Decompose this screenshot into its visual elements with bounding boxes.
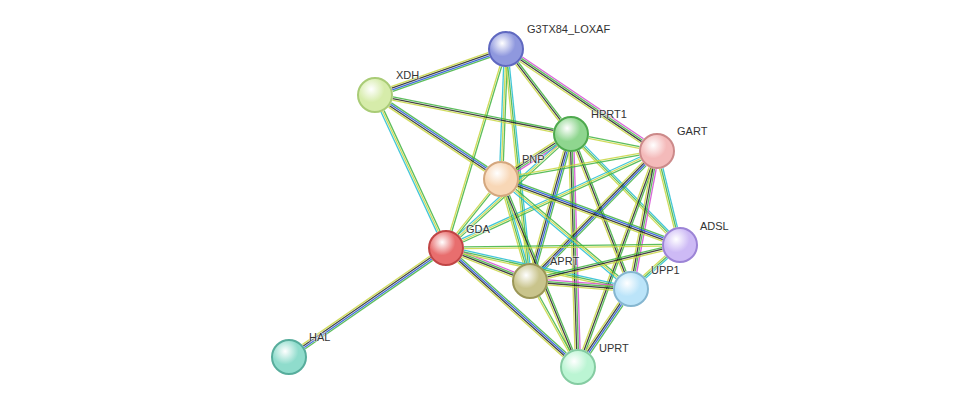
evidence-strand: [393, 57, 490, 91]
evidence-strand: [548, 285, 613, 290]
evidence-strand: [392, 100, 553, 132]
protein-name: UPRT: [599, 342, 629, 355]
protein-name: ADSL: [700, 220, 729, 233]
protein-node: PNP: [483, 161, 519, 197]
evidence-strand: [461, 258, 566, 353]
interaction-edge: [391, 53, 490, 92]
evidence-strand: [460, 259, 565, 354]
evidence-strand: [540, 296, 570, 351]
protein-name: XDH: [396, 69, 419, 82]
protein-node: HAL: [271, 339, 307, 375]
protein-name: PNP: [522, 153, 545, 166]
protein-name: UPP1: [651, 264, 680, 277]
interaction-edge: [500, 67, 507, 161]
evidence-strand: [303, 258, 430, 346]
evidence-strand: [660, 169, 674, 228]
evidence-strand: [383, 111, 439, 231]
protein-node: UPRT: [560, 349, 596, 385]
protein-node: UPP1: [613, 271, 649, 307]
evidence-strand: [500, 67, 504, 161]
interaction-edge: [392, 97, 553, 132]
protein-node: GART: [639, 133, 675, 169]
interaction-edge: [538, 296, 570, 351]
evidence-strand: [661, 168, 675, 227]
interaction-edge: [588, 137, 639, 149]
interaction-edge: [464, 244, 662, 248]
protein-name: APRT: [550, 255, 579, 268]
evidence-strand: [518, 186, 663, 240]
evidence-strand: [635, 169, 654, 272]
evidence-strand: [548, 249, 663, 277]
evidence-strand: [391, 53, 488, 87]
evidence-strand: [393, 97, 554, 129]
evidence-strand: [393, 99, 554, 131]
protein-node: XDH: [357, 77, 393, 113]
protein-name: GDA: [466, 223, 490, 236]
evidence-strand: [459, 146, 557, 236]
interaction-edge: [462, 157, 642, 242]
protein-node: ADSL: [662, 227, 698, 263]
evidence-strand: [569, 152, 575, 349]
protein-name: HPRT1: [591, 108, 627, 121]
evidence-strand: [389, 107, 485, 171]
evidence-strand: [538, 297, 568, 352]
evidence-strand: [304, 259, 431, 347]
evidence-strand: [392, 56, 489, 90]
evidence-strand: [589, 137, 640, 147]
interaction-edge: [458, 258, 567, 357]
protein-node: GDA: [428, 230, 464, 266]
interaction-edge: [302, 256, 432, 349]
evidence-strand: [462, 159, 640, 241]
protein-node: G3TX84_LOXAF: [488, 31, 524, 67]
interaction-edge: [548, 280, 614, 290]
evidence-strand: [541, 162, 643, 266]
interaction-edge: [569, 152, 580, 349]
evidence-strand: [302, 256, 429, 344]
evidence-strand: [584, 168, 651, 350]
interaction-edge: [516, 62, 562, 120]
protein-name: GART: [677, 125, 707, 138]
protein-node: HPRT1: [553, 116, 589, 152]
evidence-strand: [464, 246, 662, 249]
evidence-strand: [305, 260, 432, 348]
evidence-strand: [547, 248, 662, 276]
evidence-strand: [517, 188, 662, 242]
protein-node: APRT: [512, 263, 548, 299]
interaction-edge: [660, 168, 678, 228]
evidence-strand: [384, 111, 440, 231]
protein-name: HAL: [309, 331, 330, 344]
evidence-strand: [663, 168, 677, 227]
protein-name: G3TX84_LOXAF: [527, 23, 610, 36]
interaction-edge: [381, 111, 440, 233]
evidence-strand: [392, 54, 489, 88]
evidence-strand: [381, 112, 437, 232]
evidence-strand: [519, 153, 640, 175]
interaction-edge: [458, 145, 559, 237]
interaction-edge: [515, 142, 557, 172]
evidence-strand: [588, 138, 639, 148]
